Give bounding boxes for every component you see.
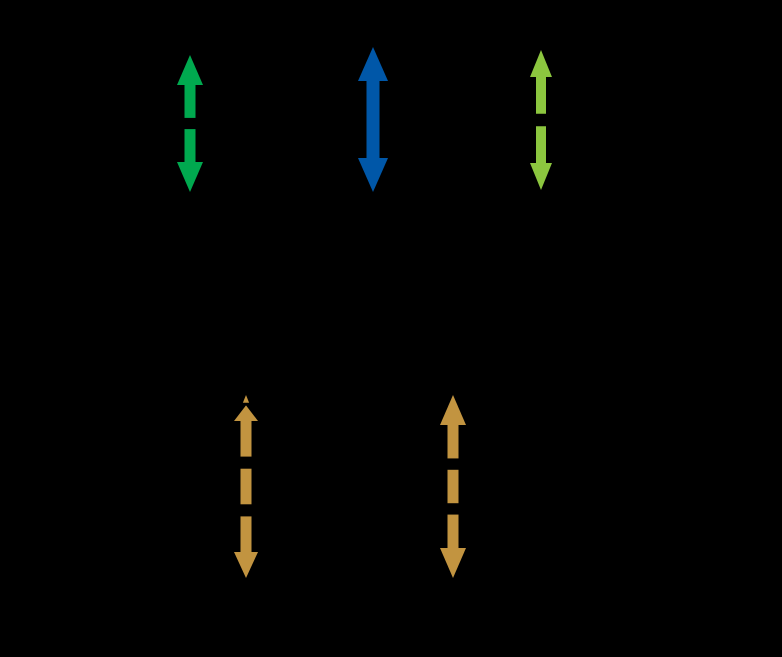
arrowhead-down bbox=[358, 158, 388, 192]
arrow-shaft-dash bbox=[240, 468, 252, 505]
arrowhead-pip bbox=[242, 395, 250, 403]
arrow-layer bbox=[177, 47, 552, 578]
arrowhead-down bbox=[530, 163, 552, 190]
arrow-shaft-dash bbox=[184, 129, 196, 162]
arrowhead-body bbox=[234, 405, 258, 421]
light-green-double-arrow bbox=[530, 50, 552, 190]
arrow-shaft-dash bbox=[536, 126, 546, 163]
arrowhead-up bbox=[358, 47, 388, 81]
arrow-shaft-dash bbox=[447, 514, 459, 548]
arrow-shaft-dash bbox=[447, 425, 459, 459]
arrow-shaft-dash bbox=[240, 516, 252, 552]
tan-double-arrow-left bbox=[234, 395, 258, 578]
arrowhead-up bbox=[440, 395, 466, 425]
arrowhead-up bbox=[530, 50, 552, 77]
arrowhead-down bbox=[440, 548, 466, 578]
arrow-shaft-dash bbox=[240, 421, 252, 457]
tan-double-arrow-right bbox=[440, 395, 466, 578]
arrow-shaft-dash bbox=[447, 469, 459, 504]
green-double-arrow bbox=[177, 55, 203, 192]
arrowhead-down bbox=[234, 552, 258, 578]
arrow-shaft bbox=[366, 81, 380, 158]
arrowhead-up bbox=[177, 55, 203, 85]
arrowhead-up bbox=[234, 395, 258, 421]
arrowhead-down bbox=[177, 162, 203, 192]
arrow-shaft-dash bbox=[536, 77, 546, 114]
arrow-shaft-dash bbox=[184, 85, 196, 118]
blue-double-arrow bbox=[358, 47, 388, 192]
